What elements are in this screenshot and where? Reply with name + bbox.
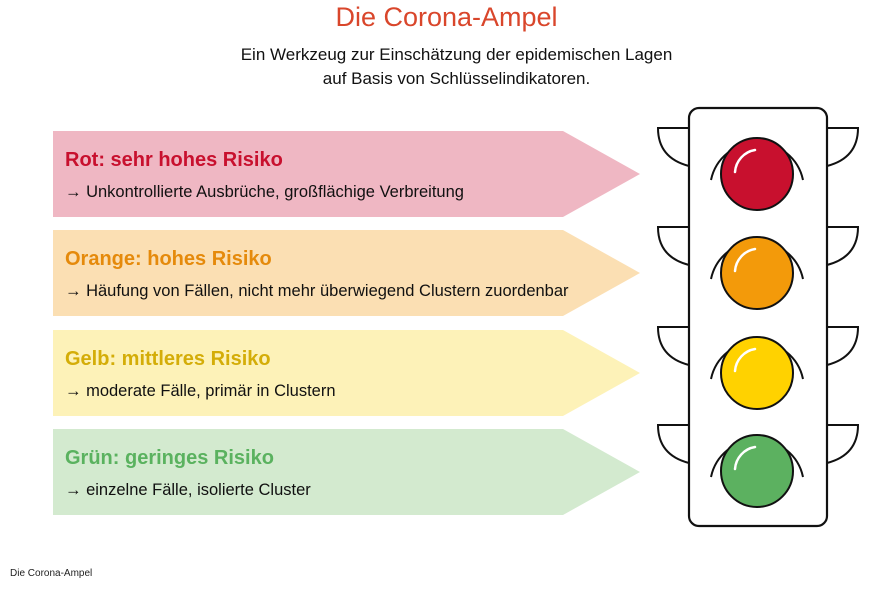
- risk-level-green: Grün: geringes Risiko → einzelne Fälle, …: [53, 429, 640, 515]
- page-title: Die Corona-Ampel: [335, 2, 558, 32]
- lamp-shade-right: [826, 326, 860, 366]
- risk-level-heading: Gelb: mittleres Risiko: [65, 348, 271, 370]
- lamp-highlight: [733, 445, 757, 471]
- lamp-shade-left: [656, 326, 690, 366]
- risk-level-heading: Rot: sehr hohes Risiko: [65, 149, 283, 171]
- lamp-highlight: [733, 347, 757, 373]
- subtitle-line-2: auf Basis von Schlüsselindikatoren.: [322, 69, 591, 88]
- lamp-orange: [720, 236, 794, 310]
- risk-level-description: → Häufung von Fällen, nicht mehr überwie…: [65, 282, 569, 300]
- lamp-highlight: [733, 247, 757, 273]
- lamp-highlight: [733, 148, 757, 174]
- lamp-shade-right: [826, 127, 860, 167]
- lamp-red: [720, 137, 794, 211]
- risk-level-heading: Orange: hohes Risiko: [65, 248, 272, 270]
- risk-level-description: → einzelne Fälle, isolierte Cluster: [65, 481, 311, 499]
- risk-level-orange: Orange: hohes Risiko → Häufung von Fälle…: [53, 230, 640, 316]
- footer-caption: Die Corona-Ampel: [10, 568, 93, 579]
- lamp-shade-right: [826, 226, 860, 266]
- subtitle-line-1: Ein Werkzeug zur Einschätzung der epidem…: [240, 45, 673, 64]
- lamp-yellow: [720, 336, 794, 410]
- risk-level-heading: Grün: geringes Risiko: [65, 447, 274, 469]
- risk-level-yellow: Gelb: mittleres Risiko → moderate Fälle,…: [53, 330, 640, 416]
- lamp-shade-right: [826, 424, 860, 464]
- risk-level-description: → moderate Fälle, primär in Clustern: [65, 382, 336, 400]
- risk-level-description: → Unkontrollierte Ausbrüche, großflächig…: [65, 183, 464, 201]
- lamp-green: [720, 434, 794, 508]
- lamp-shade-left: [656, 424, 690, 464]
- page-subtitle: Ein Werkzeug zur Einschätzung der epidem…: [0, 43, 893, 91]
- risk-level-red: Rot: sehr hohes Risiko → Unkontrollierte…: [53, 131, 640, 217]
- lamp-shade-left: [656, 226, 690, 266]
- lamp-shade-left: [656, 127, 690, 167]
